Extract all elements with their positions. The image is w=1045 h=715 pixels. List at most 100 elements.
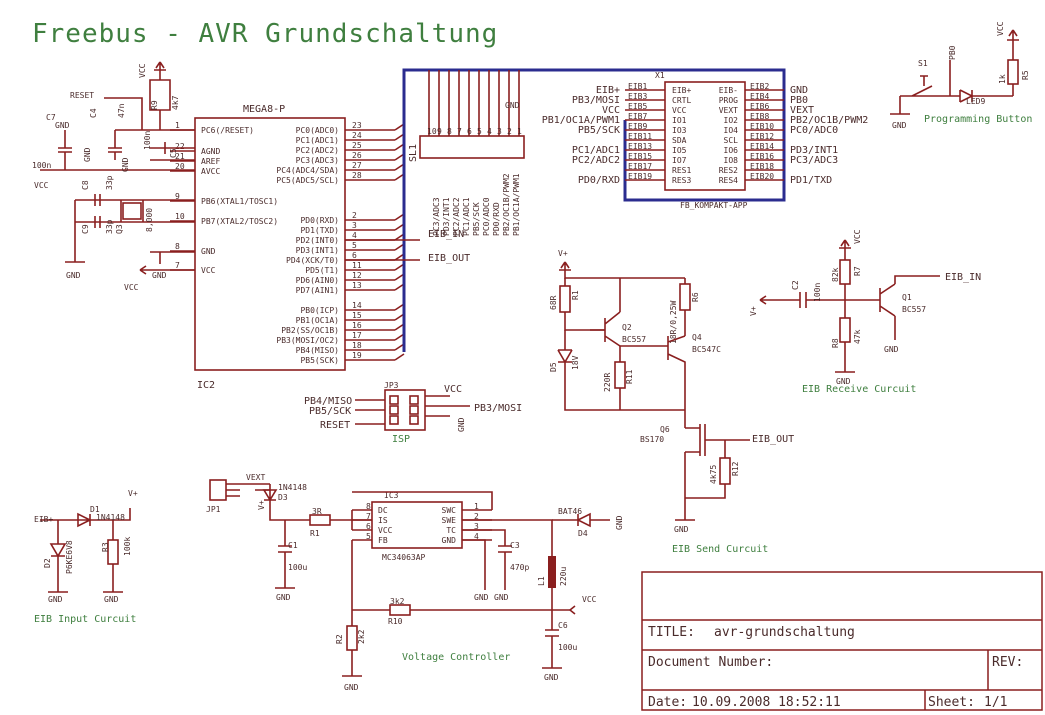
jp1-ref: JP1: [206, 505, 221, 514]
d2-val: P6KE6V8: [65, 540, 74, 574]
c2-val: 100n: [813, 283, 822, 302]
ic3-right-pin-num: 4: [474, 532, 479, 541]
title-block: TITLE: avr-grundschaltung Document Numbe…: [641, 571, 1043, 711]
sl1-pin-label: PC3/ADC3: [432, 197, 441, 236]
ic3-right-pin-name: SWE: [442, 516, 457, 525]
x1-net-right: PC0/ADC0: [790, 125, 838, 136]
q6-val: BS170: [640, 435, 664, 444]
ic2-right-pin-name: PD1(TXD): [300, 226, 339, 235]
r2-gnd: GND: [344, 683, 359, 692]
ic2-left-pin-name: PB6(XTAL1/TOSC1): [201, 197, 278, 206]
x1-left-pin-id: EIB15: [628, 152, 652, 161]
tb-sheet-label: Sheet:: [928, 695, 975, 710]
c6-ref: C6: [558, 621, 568, 630]
ic2-left-pin-name: AGND: [201, 147, 220, 156]
ic3-left-pin-num: 7: [366, 512, 371, 521]
jp3-isp: JP3 PB4/MISO PB5/SCK RESET VCC PB3/MOSI …: [304, 381, 522, 445]
d5-val: 18V: [571, 355, 580, 370]
x1-net-right: VEXT: [790, 105, 814, 116]
x1-right-pin-id: EIB14: [750, 142, 774, 151]
x1-ref: X1: [655, 71, 665, 80]
r8-ref: R8: [831, 338, 840, 348]
l1-inductor: [548, 556, 556, 588]
ic2-right-pin-num: 18: [352, 341, 362, 350]
recv-gnd: GND: [836, 377, 851, 386]
r2-ref: R2: [335, 634, 344, 644]
q2-ref: Q2: [622, 323, 632, 332]
sl1-pin-num: 1: [517, 127, 522, 136]
d4-val: BAT46: [558, 507, 582, 516]
ic3-right-pin-name: SWC: [442, 506, 457, 515]
r3-gnd: GND: [104, 595, 119, 604]
voltage-controller-circuit: JP1 VEXT 1N4148 D3 V+ 3R R1 C1 100u GND …: [206, 473, 624, 692]
q3-ref: Q3: [115, 224, 124, 234]
x1-inner-left: RES3: [672, 176, 691, 185]
l1-ref: L1: [537, 576, 546, 586]
r2-val: 2k2: [357, 629, 366, 644]
ic2-right-pin-name: PD3(INT1): [296, 246, 339, 255]
vcc-ic2: VCC: [124, 283, 139, 292]
d3-val: 1N4148: [278, 483, 307, 492]
gnd-c7: GND: [55, 121, 70, 130]
tb-sheet-value: 1/1: [984, 695, 1007, 710]
ic2-right-pin-num: 14: [352, 301, 362, 310]
c3-gnd-a: GND: [474, 593, 489, 602]
ic2-right-pin-num: 23: [352, 121, 362, 130]
jp3-pin-gnd: GND: [457, 417, 466, 432]
programming-button-circuit: S1 GND LED9 PB0 VCC 1k R5 Programming Bu…: [890, 21, 1032, 130]
eib-in-label: EIB_IN: [428, 229, 464, 240]
ic2-right-pin-name: PC0(ADC0): [296, 126, 339, 135]
gnd-c5: GND: [121, 157, 130, 172]
r9-vcc: VCC: [138, 63, 147, 78]
sl1-pin-num: 5: [477, 127, 482, 136]
recv-vcc: VCC: [853, 229, 862, 244]
ic3-right-pin-num: 1: [474, 502, 479, 511]
sl1-ref: SL1: [408, 144, 419, 162]
x1-net-left: PC2/ADC2: [572, 155, 620, 166]
eib-out-label: EIB_OUT: [428, 253, 470, 264]
x1-inner-right: IO6: [724, 146, 739, 155]
ic2-right-pin-name: PD0(RXD): [300, 216, 339, 225]
c7-val: 100n: [32, 161, 51, 170]
ic2-left-pin-name: GND: [201, 247, 216, 256]
ic2-right-pin-num: 4: [352, 231, 357, 240]
c7-ref: C7: [46, 113, 56, 122]
reset-net: RESET: [70, 91, 94, 100]
x1-inner-left: IO3: [672, 126, 687, 135]
prog-vcc: VCC: [996, 21, 1005, 36]
x1-net-left: EIB+: [596, 85, 620, 96]
ic2-right-pin-name: PC5(ADC5/SCL): [276, 176, 339, 185]
ic2-left-pin-name: VCC: [201, 266, 216, 275]
tb-date-label: Date:: [648, 695, 687, 710]
x1-inner-right: IO2: [724, 116, 739, 125]
sl1-pin-label: PB1/OC1A/PWM1: [512, 173, 521, 236]
sl1-pin-label: PC0/ADC0: [482, 197, 491, 236]
q4-ref: Q4: [692, 333, 702, 342]
ic2-right-pin-num: 26: [352, 151, 362, 160]
ic3-left-pin-num: 5: [366, 532, 371, 541]
ic2-right-pin-name: PB3(MOSI/OC2): [276, 336, 339, 345]
send-gnd: GND: [674, 525, 689, 534]
x1-inner-right: IO4: [724, 126, 739, 135]
c3-val: 470p: [510, 563, 529, 572]
jp3-pin-sck: PB5/SCK: [309, 406, 351, 417]
eib-input-label: EIB Input Curcuit: [34, 614, 136, 625]
c1-ref: C1: [288, 541, 298, 550]
ic2-left-pin-num: 10: [175, 212, 185, 221]
r7-val: 82k: [831, 267, 840, 282]
x1-right-pin-id: EIB2: [750, 82, 769, 91]
sl1-gnd: GND: [505, 101, 520, 110]
input-eib-plus: EIB+: [34, 515, 53, 524]
r9-ref: R9: [150, 100, 159, 110]
x1-inner-left: SDA: [672, 136, 687, 145]
vreg-vcc: VCC: [582, 595, 597, 604]
tb-docnum-label: Document Number:: [648, 655, 773, 670]
d3-vplus: V+: [257, 500, 266, 510]
ic2-right-pin-name: PC1(ADC1): [296, 136, 339, 145]
ic2-right-pin-num: 5: [352, 241, 357, 250]
x1-right-pin-id: EIB16: [750, 152, 774, 161]
ic3-left-pin-num: 6: [366, 522, 371, 531]
x1-left-pin-id: EIB13: [628, 142, 652, 151]
